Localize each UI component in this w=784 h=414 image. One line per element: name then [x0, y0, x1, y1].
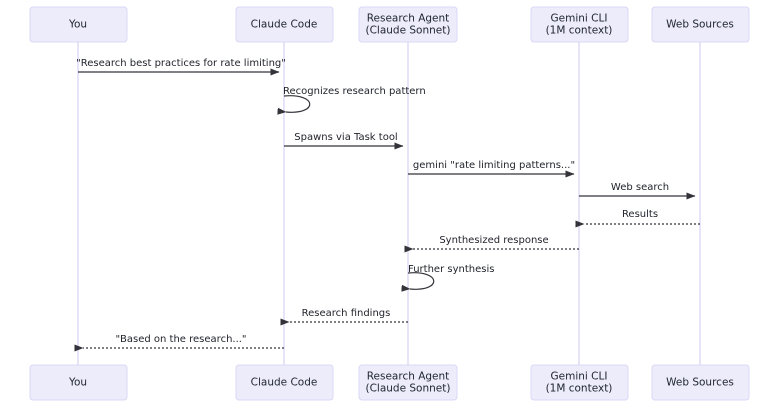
actor-label-line1: You	[68, 377, 87, 389]
message-label: Research findings	[302, 308, 391, 319]
actor-label-line1: Web Sources	[666, 19, 734, 31]
actor-box	[530, 6, 629, 43]
message-label: Web search	[611, 182, 669, 193]
message-msg-2: Recognizes research pattern	[277, 86, 426, 115]
actor-box	[235, 6, 334, 43]
actor-box	[235, 364, 334, 401]
actor-label-line1: Web Sources	[666, 377, 734, 389]
actor-box	[651, 6, 750, 43]
actor-box	[651, 364, 750, 401]
message-msg-10: "Based on the research..."	[74, 334, 284, 352]
message-msg-3: Spawns via Task tool	[284, 132, 404, 150]
message-label: gemini "rate limiting patterns..."	[413, 160, 575, 171]
actor-label-line1: Gemini CLI	[551, 371, 608, 383]
actor-you-top[interactable]: You	[29, 6, 128, 43]
actor-label-line1: Claude Code	[251, 377, 318, 389]
actor-claude-code-bottom[interactable]: Claude Code	[235, 364, 334, 401]
message-label: "Research best practices for rate limiti…	[76, 58, 286, 69]
message-label: Results	[622, 209, 658, 220]
actor-you-bottom[interactable]: You	[29, 364, 128, 401]
messages-group: "Research best practices for rate limiti…	[74, 58, 700, 352]
actor-research-agent-bottom[interactable]: Research Agent(Claude Sonnet)	[358, 364, 458, 401]
actor-label-line1: Research Agent	[367, 371, 450, 383]
actor-box	[530, 364, 629, 401]
actor-box	[29, 6, 128, 43]
actor-web-sources-top[interactable]: Web Sources	[651, 6, 750, 43]
actor-label-line2: (Claude Sonnet)	[366, 25, 451, 37]
actor-label-line1: Gemini CLI	[551, 13, 608, 25]
actor-gemini-cli-top[interactable]: Gemini CLI(1M context)	[530, 6, 629, 43]
actor-claude-code-top[interactable]: Claude Code	[235, 6, 334, 43]
message-msg-1: "Research best practices for rate limiti…	[76, 58, 286, 76]
message-msg-8: Further synthesis	[401, 264, 494, 292]
actor-label-line1: Research Agent	[367, 13, 450, 25]
message-label: Recognizes research pattern	[283, 86, 426, 97]
actor-box	[358, 6, 458, 43]
message-msg-9: Research findings	[280, 308, 408, 326]
actor-gemini-cli-bottom[interactable]: Gemini CLI(1M context)	[530, 364, 629, 401]
message-msg-4: gemini "rate limiting patterns..."	[408, 160, 575, 178]
actor-label-line1: You	[68, 19, 87, 31]
message-label: Further synthesis	[408, 264, 494, 275]
message-msg-6: Results	[575, 209, 700, 228]
message-label: Spawns via Task tool	[294, 132, 397, 143]
actor-label-line2: (1M context)	[546, 25, 613, 37]
actor-label-line2: (1M context)	[546, 383, 613, 395]
actor-web-sources-bottom[interactable]: Web Sources	[651, 364, 750, 401]
message-msg-5: Web search	[579, 182, 696, 200]
message-label: Synthesized response	[439, 235, 548, 246]
message-msg-7: Synthesized response	[404, 235, 579, 253]
actors-top-group: You Claude Code Research Agent(Claude Sonn…	[29, 6, 750, 43]
actor-research-agent-top[interactable]: Research Agent(Claude Sonnet)	[358, 6, 458, 43]
actor-label-line2: (Claude Sonnet)	[366, 383, 451, 395]
actor-box	[358, 364, 458, 401]
actor-label-line1: Claude Code	[251, 19, 318, 31]
actors-bottom-group: You Claude Code Research Agent(Claude Sonn…	[29, 364, 750, 401]
message-label: "Based on the research..."	[115, 334, 246, 345]
self-loop-path	[401, 272, 435, 292]
self-loop-path	[277, 95, 311, 115]
actor-box	[29, 364, 128, 401]
